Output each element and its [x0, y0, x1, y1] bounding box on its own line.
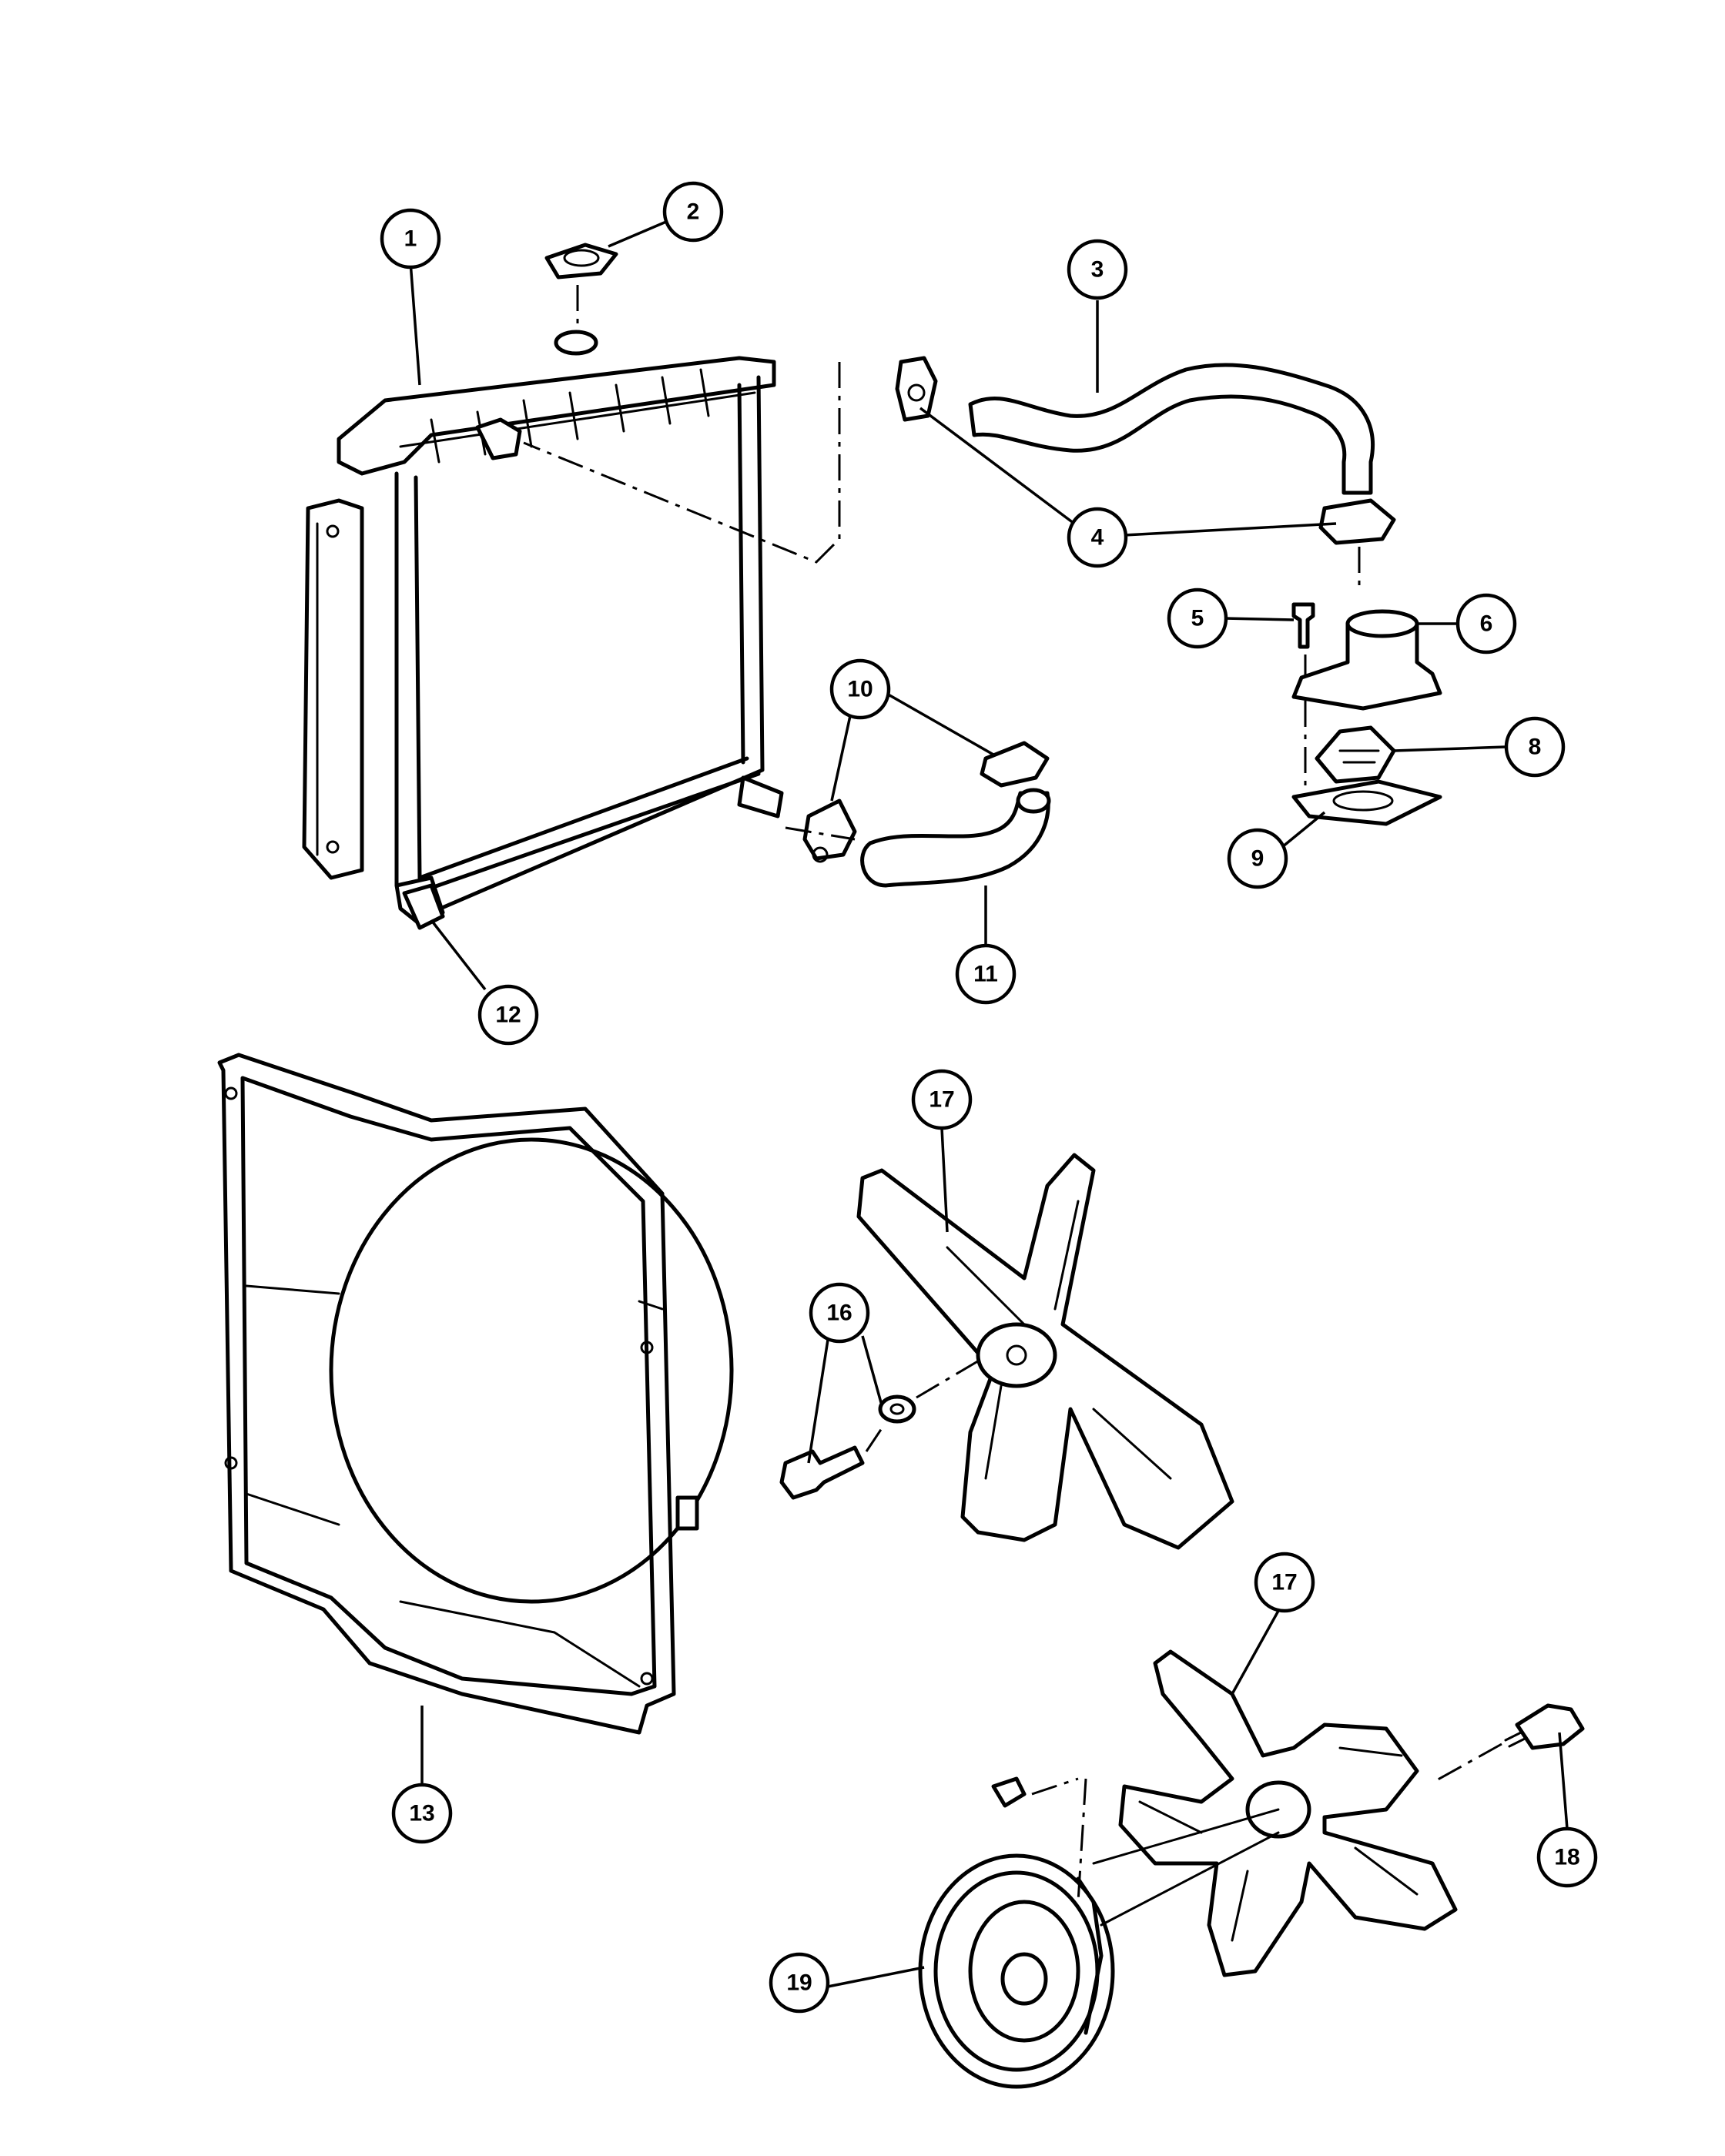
svg-text:18: 18 — [1554, 1845, 1579, 1870]
svg-text:17: 17 — [929, 1087, 954, 1113]
svg-text:10: 10 — [847, 677, 873, 702]
callout-6: 6 — [1455, 593, 1517, 654]
svg-text:3: 3 — [1091, 257, 1104, 283]
hose-clamp-upper — [895, 356, 938, 422]
svg-text:8: 8 — [1529, 735, 1542, 760]
hose-clamp-lower — [1318, 498, 1396, 593]
callout-4: 4 — [1067, 507, 1128, 568]
callout-19: 19 — [769, 1952, 830, 2014]
lower-hose-clamp-lower — [802, 798, 857, 863]
svg-text:17: 17 — [1271, 1570, 1297, 1595]
callout-13: 13 — [391, 1783, 453, 1844]
upper-radiator-hose — [523, 362, 1375, 564]
fan-blade-upper — [856, 1153, 1234, 1550]
callout-8: 8 — [1504, 716, 1566, 778]
callout-18: 18 — [1536, 1826, 1598, 1888]
callout-10: 10 — [829, 658, 891, 720]
svg-text:6: 6 — [1480, 611, 1493, 637]
svg-text:11: 11 — [973, 962, 998, 987]
lower-hose-clamp-upper — [980, 741, 1050, 788]
fan-shroud — [217, 1053, 734, 1735]
fan-bolt-and-washer — [779, 1346, 1002, 1500]
fan-clutch — [918, 1776, 1280, 2089]
svg-text:12: 12 — [495, 1003, 521, 1028]
thermostat — [1315, 725, 1396, 784]
thermostat-housing — [1291, 609, 1442, 711]
callout-2: 2 — [662, 181, 724, 243]
svg-text:4: 4 — [1091, 525, 1104, 551]
drain-petcock — [402, 883, 445, 930]
callout-12: 12 — [477, 984, 539, 1046]
fan-clutch-bolt — [1432, 1703, 1585, 1784]
callout-3: 3 — [1067, 239, 1128, 300]
callout-5: 5 — [1167, 588, 1228, 649]
svg-text:1: 1 — [404, 226, 417, 252]
callout-17-lower: 17 — [1254, 1552, 1315, 1613]
svg-text:13: 13 — [409, 1801, 434, 1826]
svg-text:2: 2 — [687, 199, 700, 225]
radiator-cap — [544, 243, 618, 331]
lower-radiator-hose — [785, 788, 1051, 888]
svg-text:9: 9 — [1251, 846, 1264, 872]
callout-11: 11 — [955, 943, 1017, 1005]
callout-17-upper: 17 — [911, 1069, 973, 1130]
callout-9: 9 — [1227, 828, 1288, 889]
fan-blade-lower — [1118, 1649, 1458, 1977]
svg-text:5: 5 — [1191, 606, 1204, 631]
thermostat-gasket — [1291, 779, 1442, 826]
svg-text:19: 19 — [786, 1970, 812, 1996]
callout-16: 16 — [809, 1282, 870, 1344]
radiator — [302, 330, 784, 926]
svg-text:16: 16 — [826, 1301, 852, 1326]
callout-1: 1 — [380, 208, 441, 270]
callouts: 1 2 3 4 5 6 8 9 — [380, 181, 1598, 2014]
